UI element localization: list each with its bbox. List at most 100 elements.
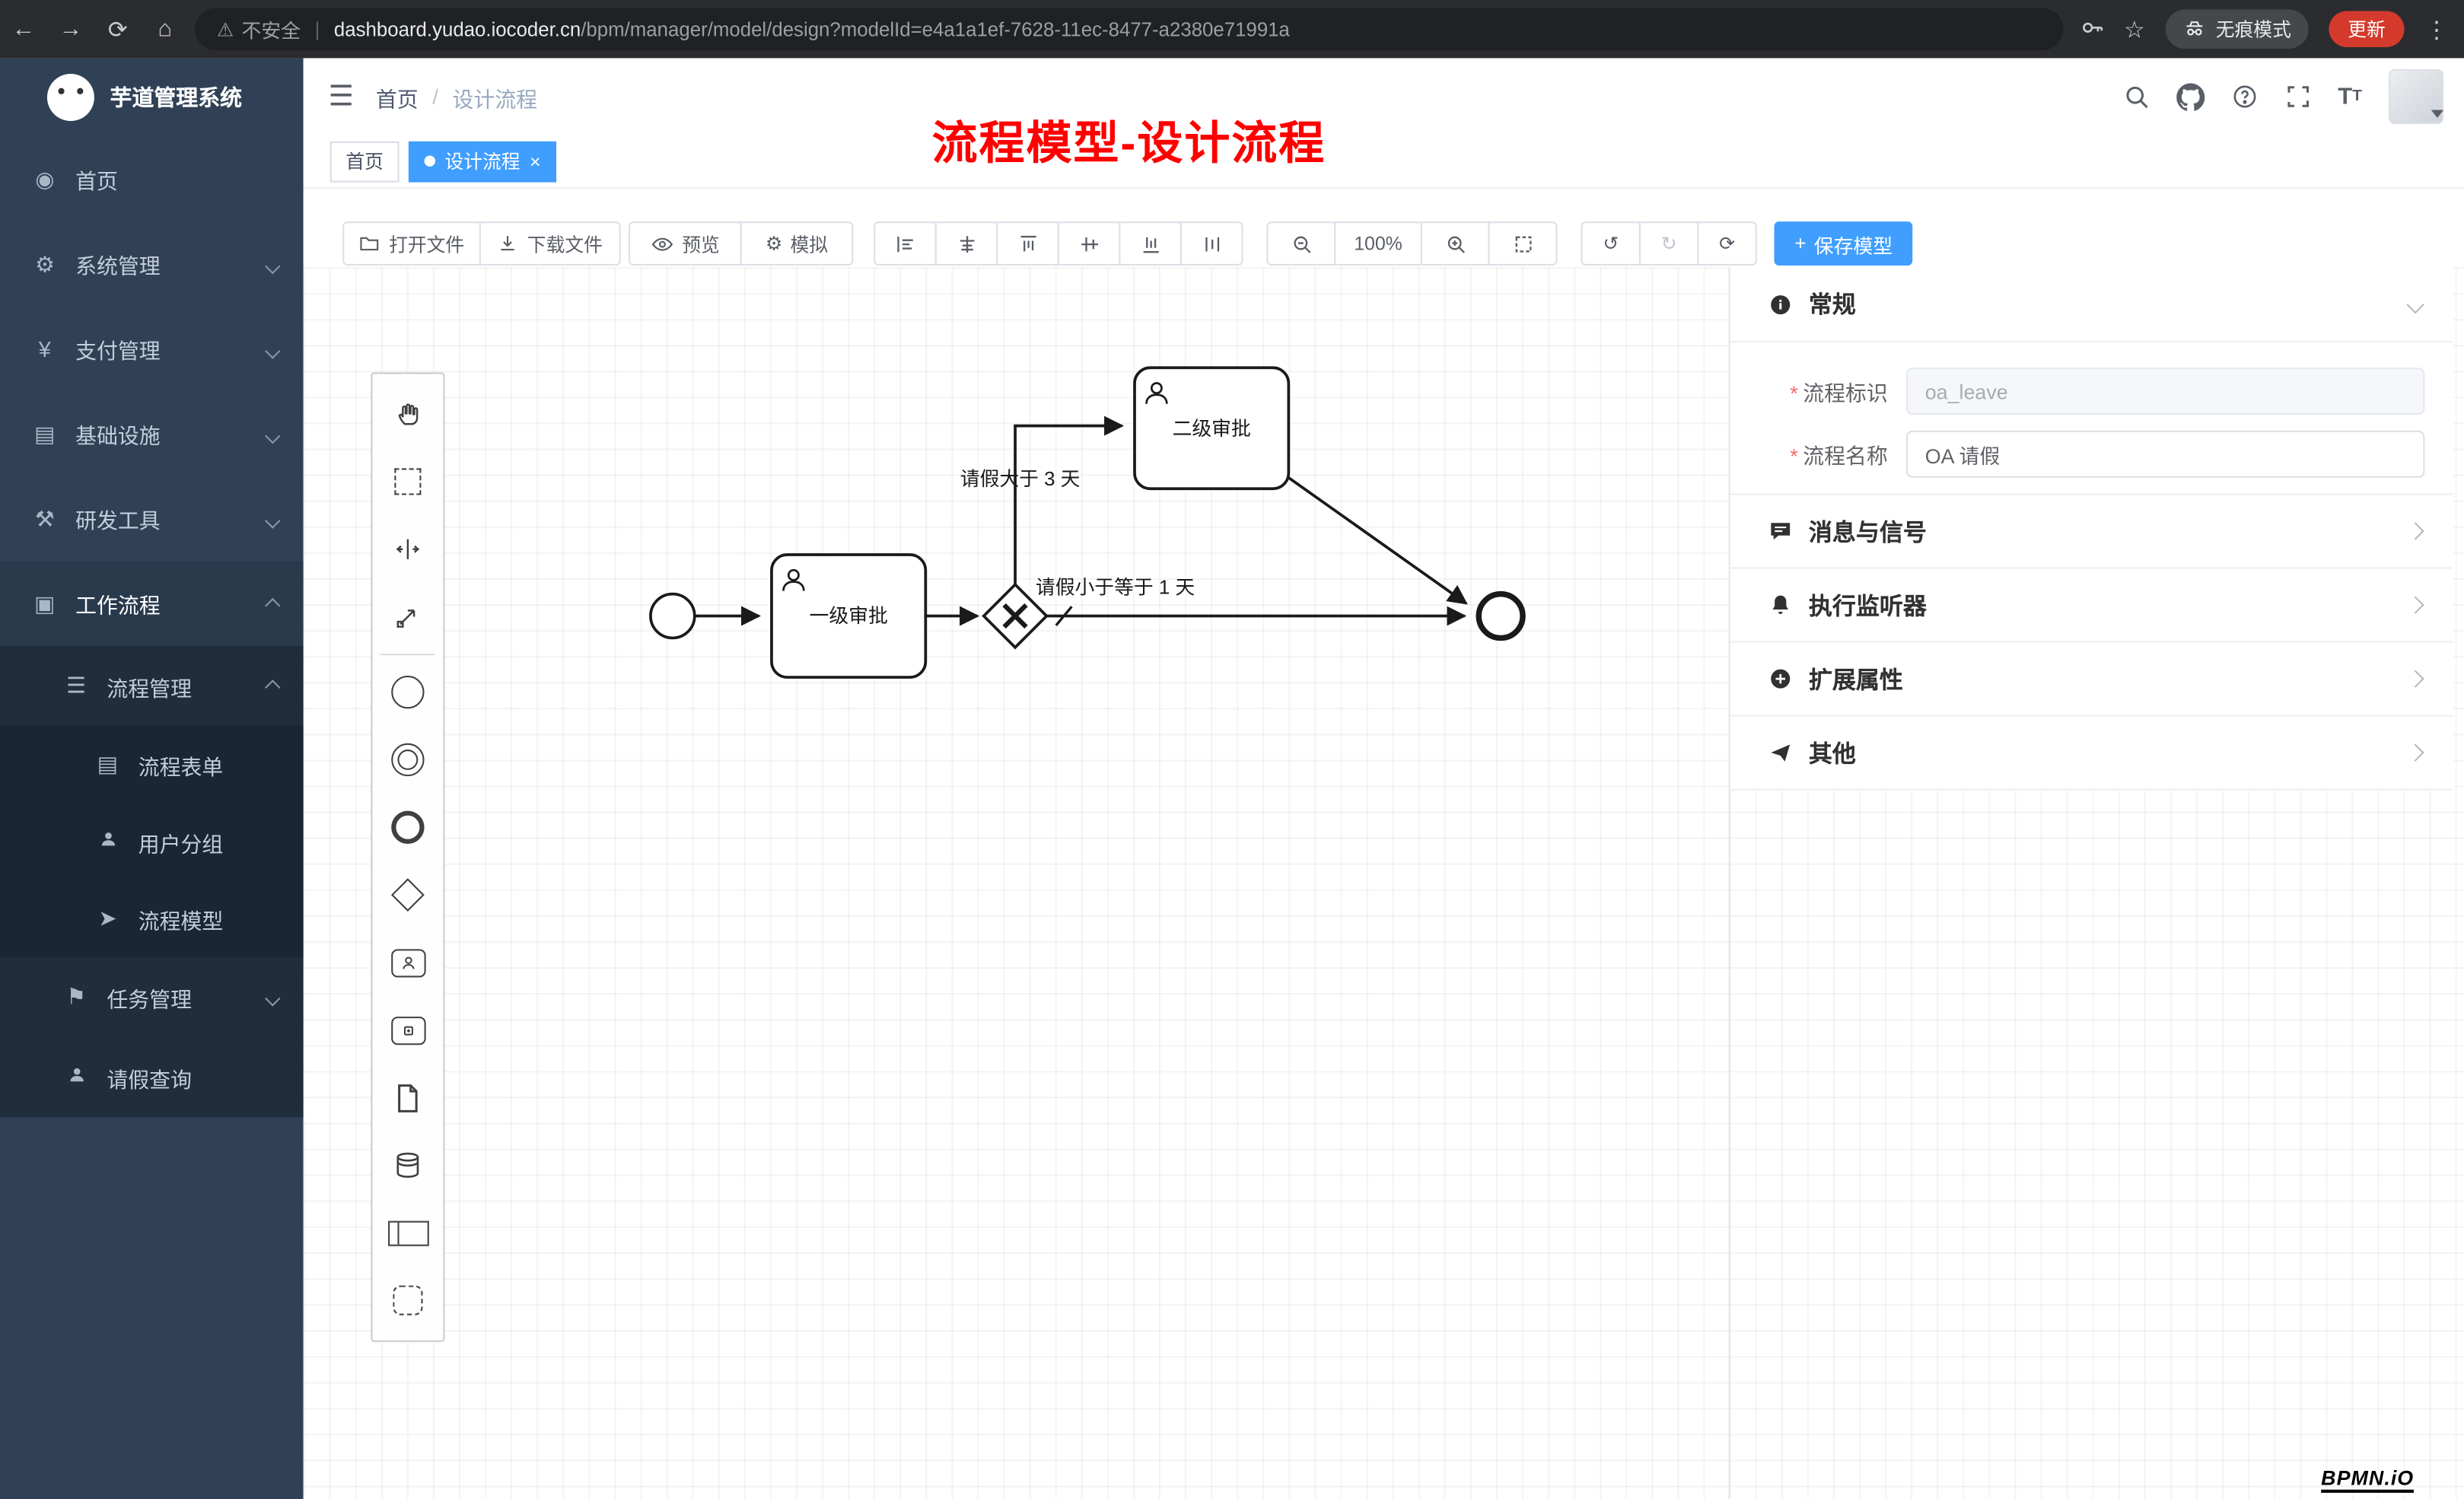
distribute-icon: [1205, 236, 1219, 251]
forward-button[interactable]: →: [59, 15, 83, 43]
panel-section-extensions[interactable]: 扩展属性: [1730, 641, 2453, 715]
infrastructure-icon: ▤: [34, 420, 56, 446]
incognito-badge: 无痕模式: [2165, 9, 2309, 49]
panel-section-other[interactable]: 其他: [1730, 714, 2453, 791]
tab-design-process[interactable]: 设计流程 ×: [408, 140, 557, 182]
sidebar-item-label: 请假查询: [107, 1068, 192, 1092]
sidebar-item-label: 流程管理: [107, 676, 192, 701]
panel-section-general[interactable]: 常规: [1730, 267, 2453, 343]
sidebar-item-workflow[interactable]: ▣ 工作流程: [0, 561, 304, 646]
chevron-right-icon: [2406, 517, 2424, 545]
plus-icon: +: [1794, 232, 1807, 255]
sidebar-item-process-management[interactable]: ☰ 流程管理: [0, 646, 304, 726]
help-icon[interactable]: [2231, 83, 2258, 110]
chevron-up-icon: [265, 674, 281, 698]
reload-button[interactable]: ⟳: [107, 16, 128, 43]
workflow-submenu: ☰ 流程管理 ▤ 流程表单 用户分组 ➤ 流程模型 ⚑ 任务管理: [0, 645, 304, 1118]
global-connect-icon[interactable]: [374, 583, 441, 651]
tab-home[interactable]: 首页: [329, 140, 400, 182]
breadcrumb-home[interactable]: 首页: [375, 87, 419, 111]
chevron-right-icon: [2406, 739, 2424, 767]
browser-toolbar: ← → ⟳ ⌂ ⚠ 不安全 | dashboard.yudao.iocoder.…: [0, 0, 2464, 59]
lasso-tool-icon[interactable]: [374, 448, 441, 516]
sidebar-item-task-management[interactable]: ⚑ 任务管理: [0, 957, 304, 1037]
fullscreen-icon[interactable]: [2284, 83, 2311, 110]
sidebar-item-user-group[interactable]: 用户分组: [0, 803, 304, 880]
hand-tool-icon[interactable]: [374, 380, 441, 448]
panel-section-messages[interactable]: 消息与信号: [1730, 493, 2453, 568]
data-object-icon[interactable]: [374, 1064, 441, 1131]
align-bottom-icon: [1142, 236, 1158, 253]
start-event-icon[interactable]: [374, 658, 441, 726]
chevron-down-icon: [265, 252, 281, 275]
password-key-icon[interactable]: [2078, 13, 2103, 46]
refresh-icon: ⟳: [1719, 232, 1735, 255]
sidebar-item-home[interactable]: ◉ 首页: [0, 137, 304, 222]
address-bar[interactable]: ⚠ 不安全 | dashboard.yudao.iocoder.cn /bpm/…: [195, 8, 2063, 51]
data-store-icon[interactable]: [374, 1131, 441, 1199]
user-task-icon[interactable]: [374, 928, 441, 996]
simulate-button[interactable]: ⚙ 模拟: [740, 221, 854, 266]
back-button[interactable]: ←: [11, 15, 36, 43]
process-key-input[interactable]: [1905, 368, 2425, 415]
gateway-icon[interactable]: [374, 861, 441, 929]
open-file-button[interactable]: 打开文件: [342, 221, 481, 266]
bell-icon: [1768, 593, 1793, 618]
subprocess-icon[interactable]: [374, 996, 441, 1064]
preview-button[interactable]: 预览: [629, 221, 742, 266]
save-model-button[interactable]: + 保存模型: [1774, 221, 1913, 266]
align-middle-button[interactable]: [1057, 221, 1121, 266]
align-bottom-button[interactable]: [1119, 221, 1182, 266]
home-button[interactable]: ⌂: [158, 15, 173, 43]
sidebar-item-infrastructure[interactable]: ▤ 基础设施: [0, 391, 304, 476]
align-top-button[interactable]: [996, 221, 1059, 266]
yen-icon: ¥: [38, 336, 51, 361]
zoom-level-button[interactable]: 100%: [1334, 221, 1422, 266]
bookmark-star-icon[interactable]: ☆: [2124, 16, 2145, 43]
close-icon[interactable]: ×: [530, 150, 541, 173]
gear-icon: ⚙: [34, 250, 55, 276]
panel-section-listeners[interactable]: 执行监听器: [1730, 567, 2453, 641]
workflow-icon: ▣: [34, 590, 56, 616]
space-tool-icon[interactable]: [374, 515, 441, 583]
zoom-out-button[interactable]: [1266, 221, 1336, 266]
align-center-button[interactable]: [934, 221, 998, 266]
sidebar-item-leave-query[interactable]: 请假查询: [0, 1037, 304, 1117]
align-left-button[interactable]: [874, 221, 937, 266]
download-file-button[interactable]: 下载文件: [479, 221, 621, 266]
sidebar-item-payment[interactable]: ¥ 支付管理: [0, 307, 304, 392]
zoom-reset-button[interactable]: [1488, 221, 1558, 266]
tabs-bar: 首页 设计流程 ×: [303, 135, 2464, 189]
zoom-in-button[interactable]: [1420, 221, 1490, 266]
github-icon[interactable]: [2176, 82, 2205, 110]
sidebar-item-process-model[interactable]: ➤ 流程模型: [0, 880, 304, 957]
sidebar-item-system[interactable]: ⚙ 系统管理: [0, 221, 304, 307]
palette-divider: [380, 654, 436, 656]
distribute-button[interactable]: [1179, 221, 1243, 266]
properties-panel: 常规 *流程标识 *流程名称: [1728, 267, 2453, 1499]
avatar[interactable]: [2388, 68, 2444, 125]
users-icon: [94, 828, 121, 855]
sidebar-item-process-form[interactable]: ▤ 流程表单: [0, 726, 304, 804]
participant-icon[interactable]: [374, 1199, 441, 1267]
bpmn-io-watermark[interactable]: BPMN.iO: [2321, 1466, 2415, 1493]
browser-menu-button[interactable]: ⋮: [2424, 16, 2449, 43]
zoom-in-icon: [1447, 235, 1464, 253]
process-name-input[interactable]: [1905, 430, 2425, 478]
sidebar-collapse-icon[interactable]: ☰: [328, 80, 354, 112]
process-name-row: *流程名称: [1790, 430, 2425, 478]
intermediate-event-icon[interactable]: [374, 726, 441, 794]
group-icon[interactable]: [374, 1266, 441, 1334]
restart-button[interactable]: ⟳: [1697, 221, 1757, 266]
search-icon[interactable]: [2122, 83, 2149, 110]
sidebar-item-devtools[interactable]: ⚒ 研发工具: [0, 476, 304, 562]
incognito-label: 无痕模式: [2215, 18, 2291, 41]
app-logo-row[interactable]: 芋道管理系统: [0, 58, 304, 136]
person-icon: [63, 1064, 90, 1090]
end-event-icon[interactable]: [374, 794, 441, 861]
undo-button[interactable]: ↺: [1581, 221, 1641, 266]
plus-circle-icon: [1768, 667, 1793, 692]
redo-button[interactable]: ↻: [1638, 221, 1699, 266]
browser-update-button[interactable]: 更新: [2329, 11, 2405, 47]
